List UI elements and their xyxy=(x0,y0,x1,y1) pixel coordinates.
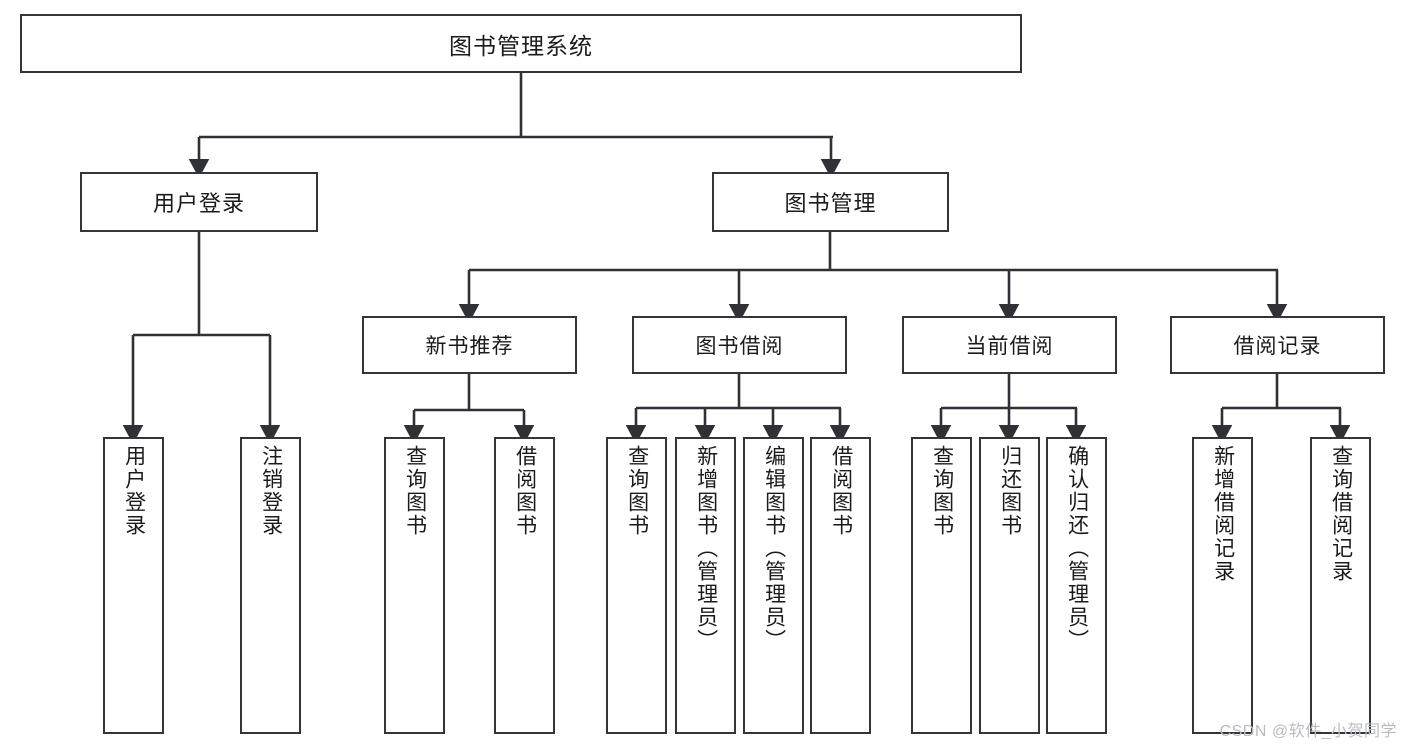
node-leaf-add-record[interactable]: 新增借阅记录 xyxy=(1192,437,1253,734)
node-book-borrow-label: 图书借阅 xyxy=(695,335,784,358)
node-leaf-edit-book[interactable]: 编辑图书（管理员） xyxy=(743,437,804,734)
node-user-login-label: 用户登录 xyxy=(152,191,245,216)
node-leaf-user-login-label: 用户登录 xyxy=(122,445,146,537)
node-root[interactable]: 图书管理系统 xyxy=(20,14,1022,73)
node-leaf-return-book-label: 归还图书 xyxy=(998,445,1022,537)
node-borrow-record-label: 借阅记录 xyxy=(1233,335,1322,358)
node-leaf-logout-label: 注销登录 xyxy=(259,445,283,537)
watermark: CSDN @软件_小贺同学 xyxy=(1219,723,1397,740)
node-leaf-edit-book-label: 编辑图书（管理员） xyxy=(762,445,786,652)
node-leaf-query-record-label: 查询借阅记录 xyxy=(1329,445,1353,583)
node-leaf-query-book-2[interactable]: 查询图书 xyxy=(606,437,667,734)
node-leaf-borrow-book-1[interactable]: 借阅图书 xyxy=(494,437,555,734)
node-leaf-add-book[interactable]: 新增图书（管理员） xyxy=(675,437,736,734)
node-book-manage-label: 图书管理 xyxy=(784,191,877,216)
node-leaf-borrow-book-2-label: 借阅图书 xyxy=(829,445,853,537)
node-current-borrow-label: 当前借阅 xyxy=(965,335,1054,358)
node-leaf-logout[interactable]: 注销登录 xyxy=(240,437,301,734)
node-book-borrow[interactable]: 图书借阅 xyxy=(632,316,847,374)
node-new-book-recommend-label: 新书推荐 xyxy=(425,335,514,358)
node-root-label: 图书管理系统 xyxy=(449,32,593,59)
node-leaf-query-book-2-label: 查询图书 xyxy=(625,445,649,537)
node-leaf-return-book[interactable]: 归还图书 xyxy=(979,437,1040,734)
node-leaf-confirm-return-label: 确认归还（管理员） xyxy=(1065,445,1089,652)
node-leaf-add-record-label: 新增借阅记录 xyxy=(1211,445,1235,583)
node-book-manage[interactable]: 图书管理 xyxy=(712,172,949,232)
node-leaf-query-book-3-label: 查询图书 xyxy=(930,445,954,537)
node-leaf-confirm-return[interactable]: 确认归还（管理员） xyxy=(1046,437,1107,734)
node-user-login[interactable]: 用户登录 xyxy=(80,172,318,232)
node-leaf-query-book-1[interactable]: 查询图书 xyxy=(384,437,445,734)
node-leaf-query-record[interactable]: 查询借阅记录 xyxy=(1310,437,1371,734)
node-leaf-user-login[interactable]: 用户登录 xyxy=(103,437,164,734)
node-new-book-recommend[interactable]: 新书推荐 xyxy=(362,316,577,374)
node-borrow-record[interactable]: 借阅记录 xyxy=(1170,316,1385,374)
node-current-borrow[interactable]: 当前借阅 xyxy=(902,316,1117,374)
node-leaf-borrow-book-2[interactable]: 借阅图书 xyxy=(810,437,871,734)
node-leaf-query-book-1-label: 查询图书 xyxy=(403,445,427,537)
node-leaf-add-book-label: 新增图书（管理员） xyxy=(694,445,718,652)
node-leaf-query-book-3[interactable]: 查询图书 xyxy=(911,437,972,734)
node-leaf-borrow-book-1-label: 借阅图书 xyxy=(513,445,537,537)
